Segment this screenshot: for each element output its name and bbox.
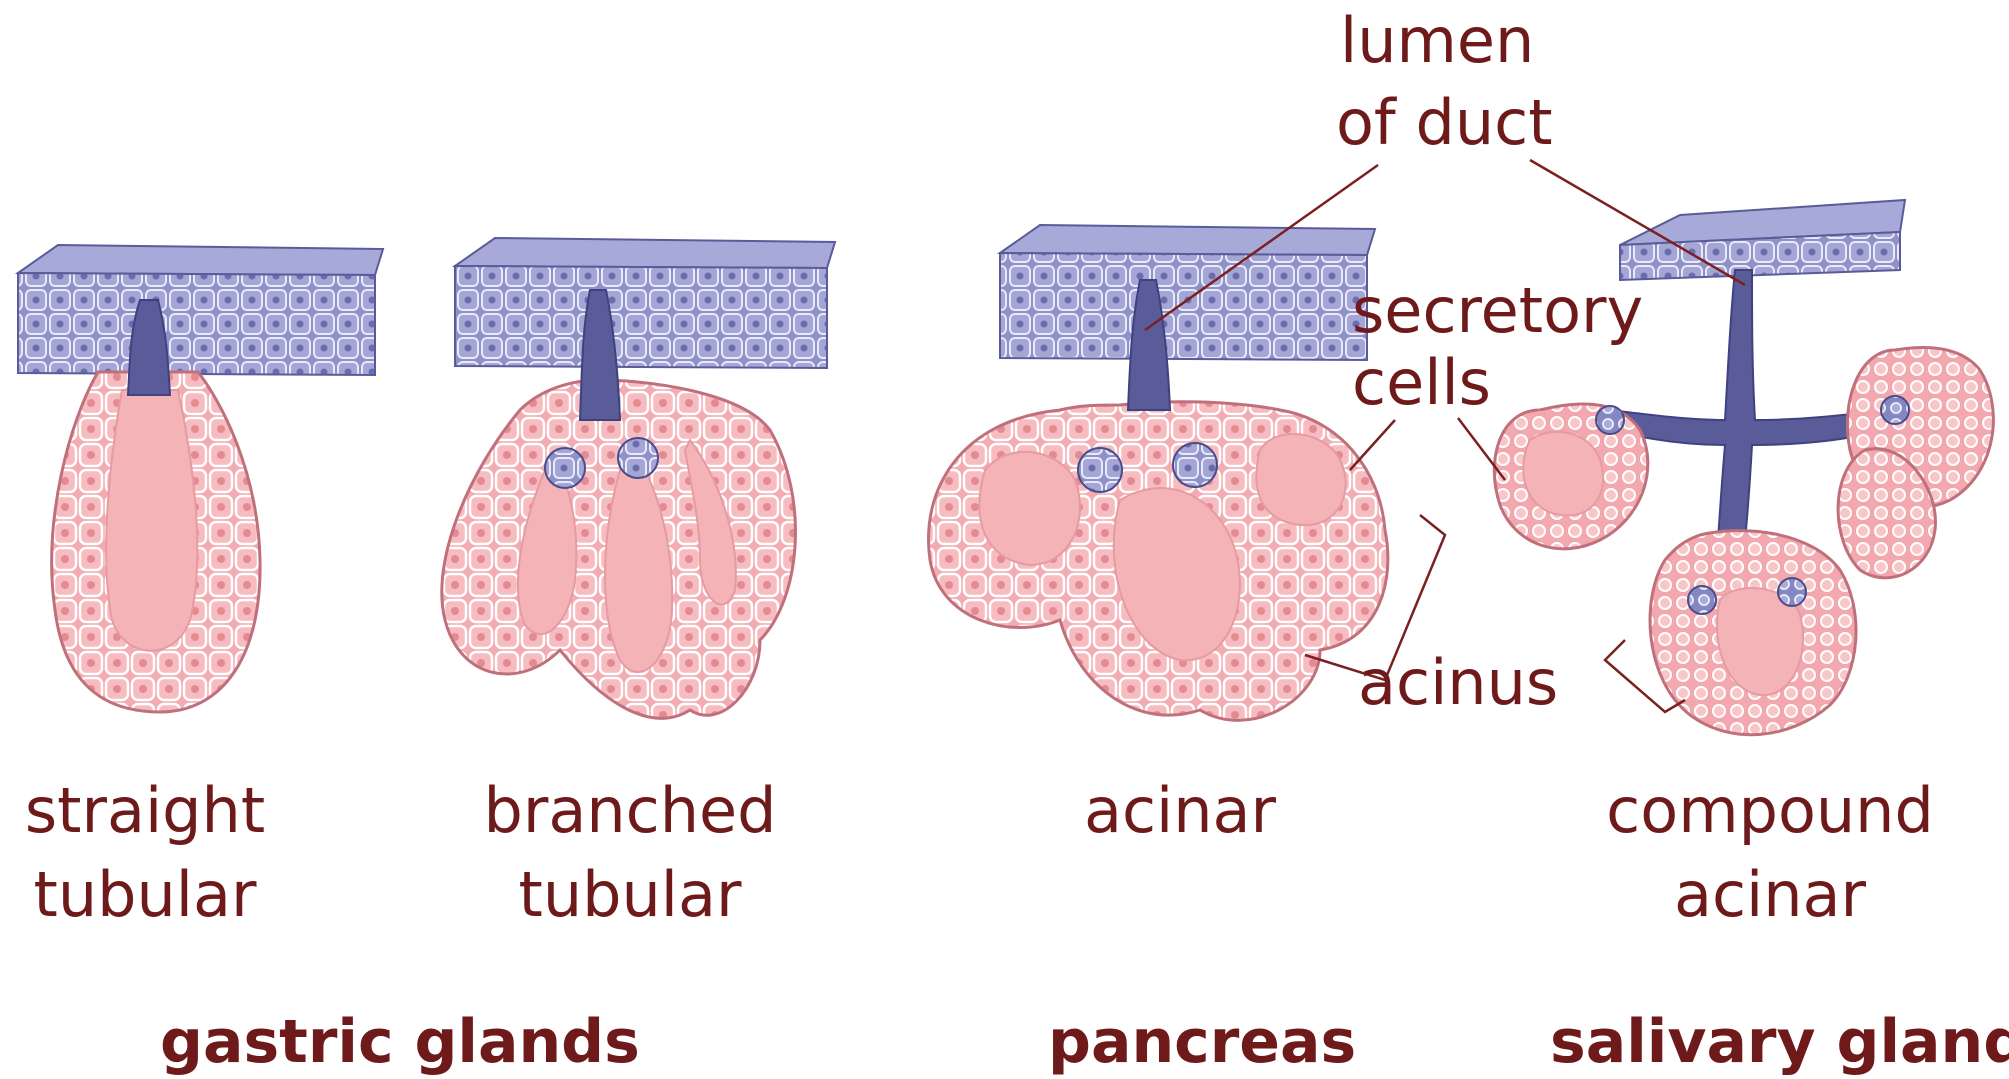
gland-label-line1: straight (20, 780, 270, 842)
gland-label-line2: acinar (1590, 864, 1950, 926)
lumen-label-line1: lumen (1340, 10, 1553, 72)
compound-acinar-cap-2 (1778, 578, 1806, 606)
secretory-label-line2: cells (1352, 352, 1643, 414)
branched-tubular-epithelium-front (455, 266, 827, 368)
branched-tubular-cap-2 (618, 438, 658, 478)
group-label-pancreas: pancreas (1048, 1012, 1356, 1072)
acinar-cap-2 (1173, 443, 1217, 487)
straight-tubular-lumen (106, 390, 197, 651)
acinar-epithelium-front (1000, 253, 1367, 360)
acinar-lumen-1 (979, 452, 1080, 565)
gland-label-compound-acinar: compound acinar (1590, 780, 1950, 926)
gland-label-line1: acinar (1060, 780, 1300, 842)
group-label-salivary-glands: salivary glands (1550, 1012, 2009, 1072)
acinus-label: acinus (1358, 652, 1558, 714)
acinar-epithelium-top (1000, 225, 1375, 255)
gland-label-line1: branched (480, 780, 780, 842)
secretory-label-line1: secretory (1352, 280, 1643, 342)
gland-label-straight-tubular: straight tubular (20, 780, 270, 926)
branched-tubular-epithelium-top (455, 238, 835, 268)
lumen-label-line2: of duct (1336, 92, 1553, 154)
gland-label-acinar: acinar (1060, 780, 1300, 842)
branched-tubular-cap-1 (545, 448, 585, 488)
leader-secretory-acinar (1350, 420, 1395, 470)
gland-label-line2: tubular (480, 864, 780, 926)
lumen-of-duct-label: lumen of duct (1340, 10, 1553, 154)
compound-acinar-cap-1 (1688, 586, 1716, 614)
compound-acinar-lumen-left (1523, 432, 1603, 516)
compound-acinar-cap-3 (1881, 396, 1909, 424)
group-label-gastric-glands: gastric glands (160, 1012, 640, 1072)
gland-label-line1: compound (1590, 780, 1950, 842)
straight-tubular-epithelium-front (18, 273, 375, 375)
secretory-cells-label: secretory cells (1352, 280, 1643, 414)
acinar-cap-1 (1078, 448, 1122, 492)
gland-label-branched-tubular: branched tubular (480, 780, 780, 926)
gland-label-line2: tubular (20, 864, 270, 926)
straight-tubular-epithelium-top (18, 245, 383, 275)
